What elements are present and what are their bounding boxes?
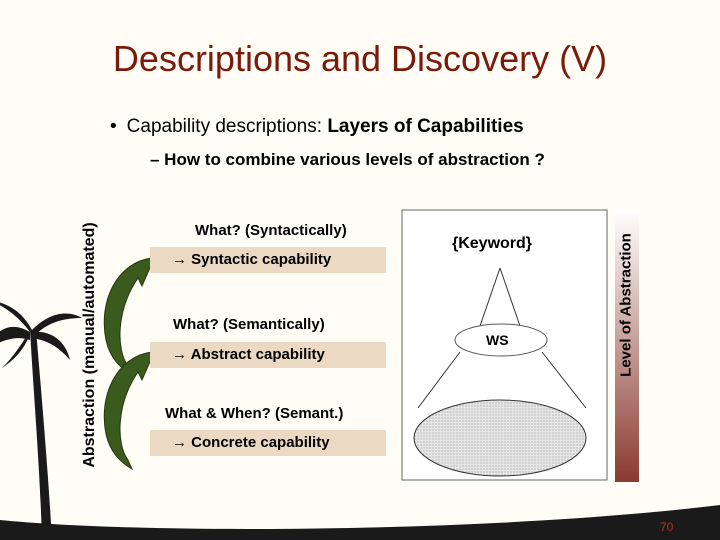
layer-question-concrete: What & When? (Semant.) xyxy=(165,405,344,422)
layer-capability-syntactic: → Syntactic capability xyxy=(150,247,386,273)
left-axis-label: Abstraction (manual/automated) xyxy=(81,222,98,468)
right-axis-label: Level of Abstraction xyxy=(617,233,635,377)
bullet-bold-text: Layers of Capabilities xyxy=(327,116,524,137)
keyword-ws-line-left xyxy=(479,267,501,327)
palm-tree-silhouette xyxy=(0,302,82,540)
concrete-capability-ellipse xyxy=(413,399,587,477)
page-number: 70 xyxy=(660,520,674,534)
ws-concrete-line-left xyxy=(417,351,461,409)
slide-title: Descriptions and Discovery (V) xyxy=(112,38,608,79)
keyword-label: {Keyword} xyxy=(452,235,533,252)
bullet-text: Capability descriptions: xyxy=(126,116,328,137)
ws-label: WS xyxy=(486,332,509,348)
layer-capability-concrete: → Concrete capability xyxy=(150,430,386,456)
curved-arrow-icon-lower xyxy=(103,347,157,471)
ws-ellipse xyxy=(454,323,548,357)
bullet-point: • Capability descriptions: Layers of Capa… xyxy=(110,116,524,138)
layer-question-syntactic: What? (Syntactically) xyxy=(195,222,347,239)
abstraction-gradient-bar xyxy=(615,210,639,482)
bullet-dot-icon: • xyxy=(110,116,117,137)
keyword-ws-line-right xyxy=(499,267,521,327)
boat-silhouette xyxy=(0,505,720,540)
sub-bullet: – How to combine various levels of abstr… xyxy=(150,150,545,169)
ws-concrete-line-right xyxy=(541,351,587,409)
layer-capability-abstract: → Abstract capability xyxy=(150,342,386,368)
layer-question-semantic: What? (Semantically) xyxy=(173,316,325,333)
